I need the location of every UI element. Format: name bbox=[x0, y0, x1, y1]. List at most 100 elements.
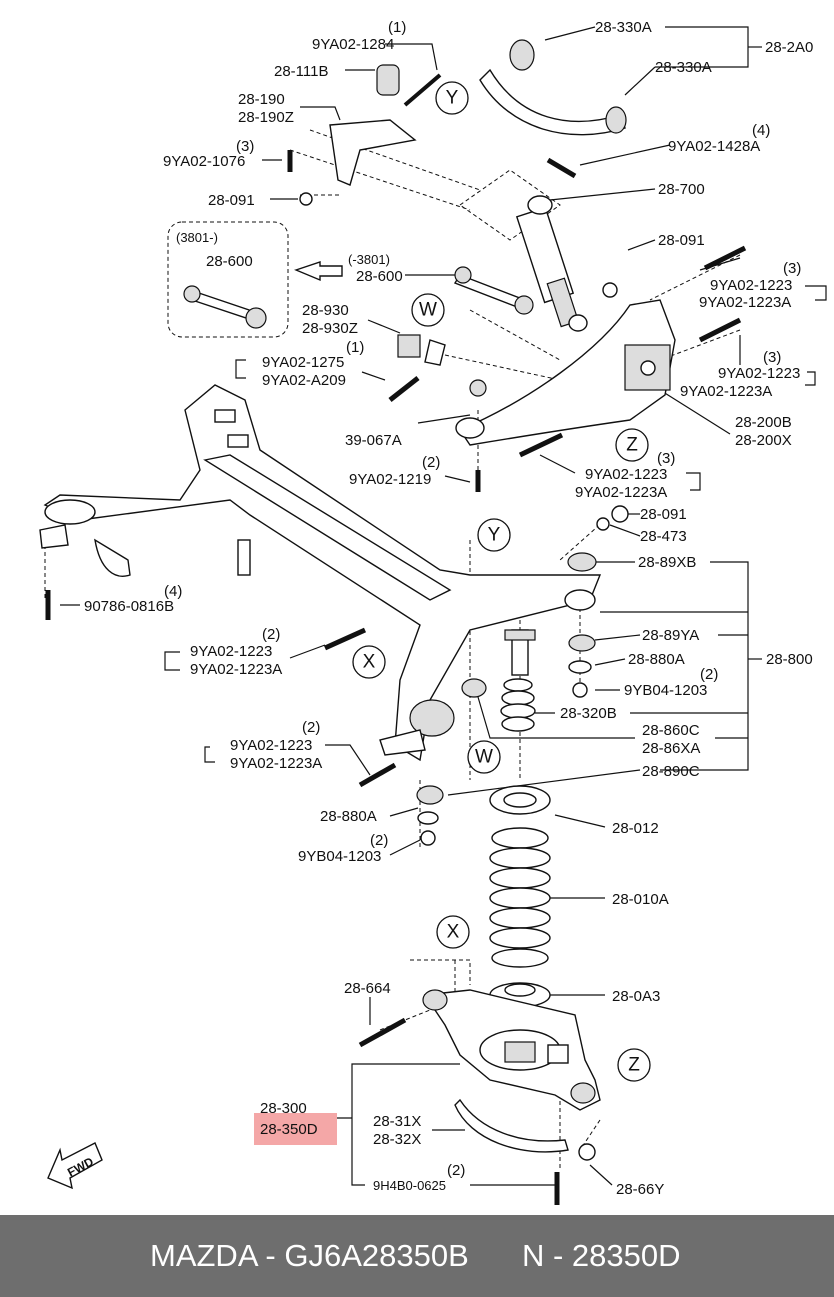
bolt-1223e bbox=[358, 762, 397, 788]
nut-1203b bbox=[420, 830, 436, 846]
label-qty: (3) bbox=[657, 450, 675, 467]
footer-ref-number: N - 28350D bbox=[522, 1238, 681, 1273]
callout-y-top: Y bbox=[446, 88, 459, 109]
label-part: 28-700 bbox=[658, 181, 705, 198]
label-part: 28-200B bbox=[735, 414, 792, 431]
label-part: 28-930Z bbox=[302, 320, 358, 337]
label-qty: (1) bbox=[388, 19, 406, 36]
label-part: 28-600 bbox=[356, 268, 403, 285]
callout-x-mid: X bbox=[363, 652, 376, 673]
upper-arm bbox=[479, 68, 626, 136]
washer-880a-b bbox=[417, 811, 439, 825]
label-part: 28-930 bbox=[302, 302, 349, 319]
callouts: Y W Z Y X W X Z bbox=[352, 81, 651, 1082]
parts: FWD bbox=[39, 39, 747, 1205]
label-part: 90786-0816B bbox=[84, 598, 174, 615]
label-part: 28-31X bbox=[373, 1113, 421, 1130]
label-part: 39-067A bbox=[345, 432, 402, 449]
lower-arm-brace bbox=[454, 1098, 569, 1153]
label-part: 28-012 bbox=[612, 820, 659, 837]
callout-z-bottom: Z bbox=[628, 1055, 640, 1076]
coil-spring bbox=[489, 827, 551, 968]
label-part: 9YA02-1223 bbox=[710, 277, 792, 294]
label-part: 28-473 bbox=[640, 528, 687, 545]
mount-89xb bbox=[567, 552, 597, 572]
label-part: 28-2A0 bbox=[765, 39, 813, 56]
label-part: 9YA02-1223A bbox=[230, 755, 322, 772]
label-part: 28-330A bbox=[655, 59, 712, 76]
label-qty: (2) bbox=[302, 719, 320, 736]
mount-89ya bbox=[568, 634, 596, 652]
label-qty: (3) bbox=[763, 349, 781, 366]
washer-473 bbox=[596, 517, 610, 531]
label-part: 28-880A bbox=[320, 808, 377, 825]
arm-bushing-right bbox=[605, 106, 627, 134]
label-part: 28-89XB bbox=[638, 554, 696, 571]
label-part: 28-091 bbox=[208, 192, 255, 209]
label-part: 9YA02-1223 bbox=[585, 466, 667, 483]
label-part: 28-32X bbox=[373, 1131, 421, 1148]
ball-stud bbox=[376, 64, 400, 96]
label-qty: (1) bbox=[346, 339, 364, 356]
bolt-1284 bbox=[403, 73, 442, 107]
label-part: 9YA02-1076 bbox=[163, 153, 245, 170]
label-variant: (3801-) bbox=[176, 230, 218, 245]
label-part: 9YA02-1223A bbox=[575, 484, 667, 501]
label-qty: (2) bbox=[370, 832, 388, 849]
bolt-664 bbox=[358, 1017, 407, 1048]
shock-absorber bbox=[515, 195, 588, 332]
label-part: 9YA02-1223A bbox=[190, 661, 282, 678]
trailing-link bbox=[458, 299, 676, 446]
label-qty: (2) bbox=[700, 666, 718, 683]
crossmember bbox=[39, 384, 602, 762]
footer-bar: MAZDA - GJ6A28350B N - 28350D bbox=[0, 1215, 834, 1297]
label-qty: (2) bbox=[447, 1162, 465, 1179]
label-part: 28-010A bbox=[612, 891, 669, 908]
label-part: 28-330A bbox=[595, 19, 652, 36]
label-part: 9YA02-1223 bbox=[230, 737, 312, 754]
label-part-highlighted: 28-350D bbox=[260, 1121, 318, 1138]
nut-091b bbox=[602, 282, 618, 298]
bump-stop bbox=[500, 678, 536, 732]
label-part: 9YA02-1428A bbox=[668, 138, 760, 155]
label-part: 9YA02-A209 bbox=[262, 372, 346, 389]
label-part: 28-111B bbox=[274, 63, 329, 80]
label-part: 9YA02-1284 bbox=[312, 36, 394, 53]
label-part: 28-600 bbox=[206, 253, 253, 270]
nut-1203a bbox=[572, 682, 588, 698]
label-part: 28-890C bbox=[642, 763, 700, 780]
nut-091a bbox=[299, 192, 313, 206]
label-part: 9YA02-1223A bbox=[680, 383, 772, 400]
washer-880a bbox=[568, 660, 592, 674]
label-part: 28-091 bbox=[658, 232, 705, 249]
callout-w-mid: W bbox=[475, 747, 493, 768]
bolt-1223c bbox=[518, 432, 564, 458]
bolt-1428a bbox=[546, 157, 577, 179]
label-part: 28-300 bbox=[260, 1100, 307, 1117]
label-part: 9YA02-1275 bbox=[262, 354, 344, 371]
lower-control-arm bbox=[422, 989, 601, 1111]
label-qty: (4) bbox=[164, 583, 182, 600]
label-part: 28-66Y bbox=[616, 1181, 664, 1198]
bolt-1275 bbox=[388, 376, 420, 402]
leader-lines bbox=[44, 26, 827, 1186]
label-part: 28-200X bbox=[735, 432, 792, 449]
label-part: 9YB04-1203 bbox=[298, 848, 381, 865]
label-part: 9YA02-1219 bbox=[349, 471, 431, 488]
label-part: 28-320B bbox=[560, 705, 617, 722]
label-part: 28-664 bbox=[344, 980, 391, 997]
bushing-930 bbox=[397, 334, 421, 358]
direction-arrow bbox=[294, 261, 343, 282]
label-part: 28-190 bbox=[238, 91, 285, 108]
mount-890c bbox=[416, 785, 444, 805]
label-part: 9YA02-1223 bbox=[190, 643, 272, 660]
callout-w-top: W bbox=[419, 300, 437, 321]
label-qty: (2) bbox=[422, 454, 440, 471]
variant-box bbox=[167, 221, 289, 338]
footer-part-number: MAZDA - GJ6A28350B bbox=[150, 1238, 469, 1273]
label-part: 9YA02-1223 bbox=[718, 365, 800, 382]
callout-y-mid: Y bbox=[488, 525, 501, 546]
label-part: 9H4B0-0625 bbox=[373, 1178, 446, 1193]
label-part: 9YA02-1223A bbox=[699, 294, 791, 311]
label-part: 28-89YA bbox=[642, 627, 699, 644]
